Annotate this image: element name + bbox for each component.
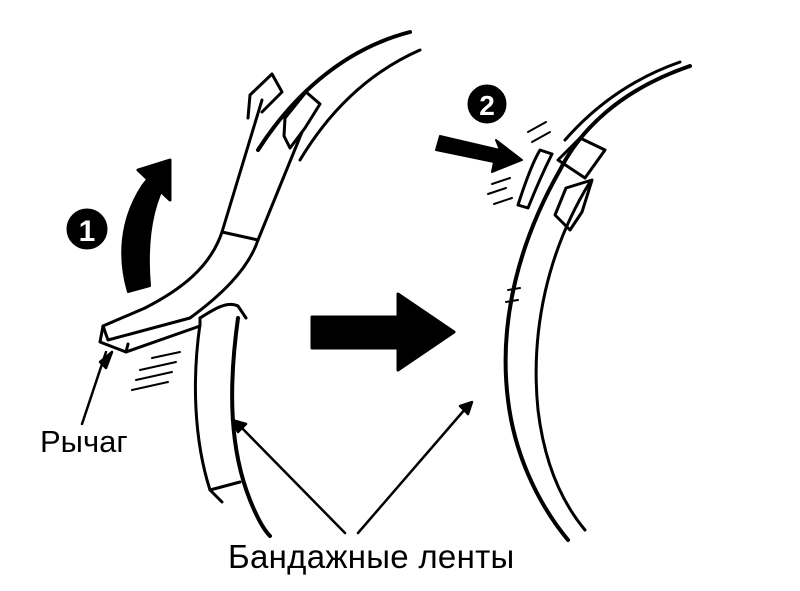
lever-label: Рычаг (40, 424, 128, 459)
left-band-assembly (98, 30, 422, 538)
clip-upper-right (282, 90, 322, 150)
step-2-badge (467, 84, 507, 124)
folded-tab (516, 148, 554, 210)
right-band-assembly (487, 60, 692, 542)
transition-arrow (310, 292, 456, 372)
left-band-inner-arc (298, 48, 422, 162)
step-1-number: 1 (79, 215, 96, 248)
push-arrow (435, 135, 523, 173)
leader-lines (80, 350, 474, 535)
right-band-lower-inner (534, 180, 592, 532)
step-1-badge (66, 208, 108, 250)
left-band-lower-inner (230, 316, 272, 538)
left-band-hinge (198, 303, 248, 320)
curved-lift-arrow (121, 158, 172, 293)
left-band-outer-arc (256, 30, 412, 152)
leader-bands-left (236, 422, 347, 535)
step-2-number: 2 (479, 90, 495, 121)
lever-strap-upper (220, 98, 304, 242)
right-band-mark (505, 287, 521, 303)
motion-lines-lever (131, 351, 181, 391)
lever-tab (101, 306, 192, 342)
right-band-outer-arc (558, 64, 692, 172)
bands-label: Бандажные ленты (228, 538, 515, 575)
left-band-lower-edge (208, 480, 242, 492)
right-band-lower-outer (503, 168, 570, 542)
lever-bend (143, 230, 260, 320)
lever-tab-thickness (124, 316, 202, 354)
motion-lines-crimp (487, 121, 551, 205)
leader-bands-right (356, 406, 468, 535)
right-band-outer-arc-2 (563, 60, 682, 142)
crimp-block (556, 136, 607, 180)
clip-upper-left (246, 72, 284, 120)
left-band-lower-outer (193, 322, 224, 504)
lever-tab-edge (98, 324, 130, 354)
